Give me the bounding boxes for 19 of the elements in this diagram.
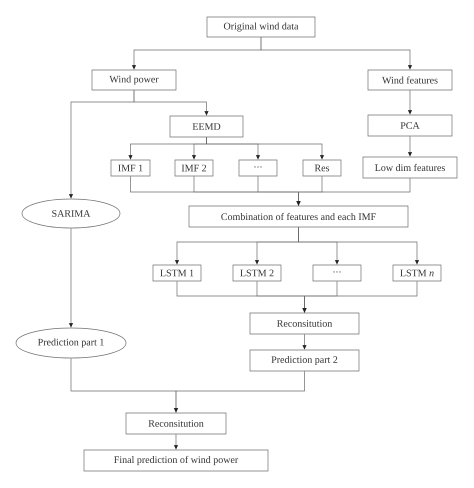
process-box: IMF 1 [110, 160, 150, 176]
process-box: LSTM 2 [232, 264, 282, 282]
process-box: EEMD [170, 116, 244, 138]
process-box: Reconsitution [250, 312, 360, 334]
process-box: Wind power [92, 70, 176, 90]
process-box: Res [302, 160, 342, 176]
process-box: Combination of features and each IMF [188, 206, 408, 228]
process-box: ⋯ [312, 264, 362, 282]
process-box: LSTM 1 [152, 264, 202, 282]
process-box: PCA [368, 114, 452, 136]
process-box: Low dim features [362, 156, 458, 178]
process-box: IMF 2 [174, 160, 214, 176]
process-box: Reconsitution [126, 412, 226, 434]
process-box: ⋯ [238, 160, 278, 176]
process-box: Prediction part 2 [250, 350, 360, 372]
process-box: Original wind data [206, 16, 316, 38]
process-box: Final prediction of wind power [84, 450, 268, 472]
process-box: Wind features [368, 70, 452, 90]
process-box: LSTM n [392, 264, 442, 282]
